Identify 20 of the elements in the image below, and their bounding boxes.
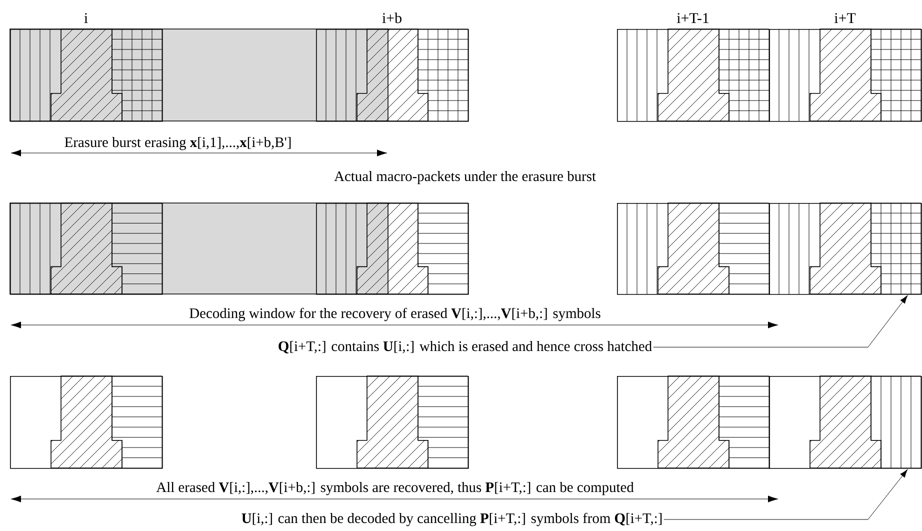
packet-index: i+T xyxy=(834,13,856,23)
macro-packet xyxy=(10,202,163,295)
macro-packet xyxy=(316,376,469,469)
leader-arrow xyxy=(653,295,908,348)
macro-packet xyxy=(617,202,770,295)
macro-packet xyxy=(617,376,770,469)
annotation-text: Q[i+T,:] contains U[i,:] which is erased and hence cross hatched xyxy=(278,340,652,354)
packet-index: i xyxy=(84,13,88,23)
packet-index: i+b xyxy=(382,12,402,24)
annotation-text: U[i,:] can then be decoded by cancelling P[i+T,:] symbols from Q[i+T,:] xyxy=(242,512,662,526)
description-text: Decoding window for the recovery of erased V[i,:],...,V[i+b,:] symbols xyxy=(190,308,600,322)
packet-index: i+T-1 xyxy=(676,13,709,23)
description-text: Erasure burst erasing x[i,1],...,x[i+b,B'] xyxy=(64,136,291,150)
leader-arrow xyxy=(664,469,908,520)
macro-packet xyxy=(316,202,469,295)
macro-packet xyxy=(769,376,922,469)
macro-packet xyxy=(10,376,163,469)
description-text: Actual macro-packets under the erasure burst xyxy=(334,170,596,184)
macro-packet xyxy=(769,202,922,295)
description-text: All erased V[i,:],...,V[i+b,:] symbols are recovered, thus P[i+T,:] can be computed xyxy=(156,482,634,496)
